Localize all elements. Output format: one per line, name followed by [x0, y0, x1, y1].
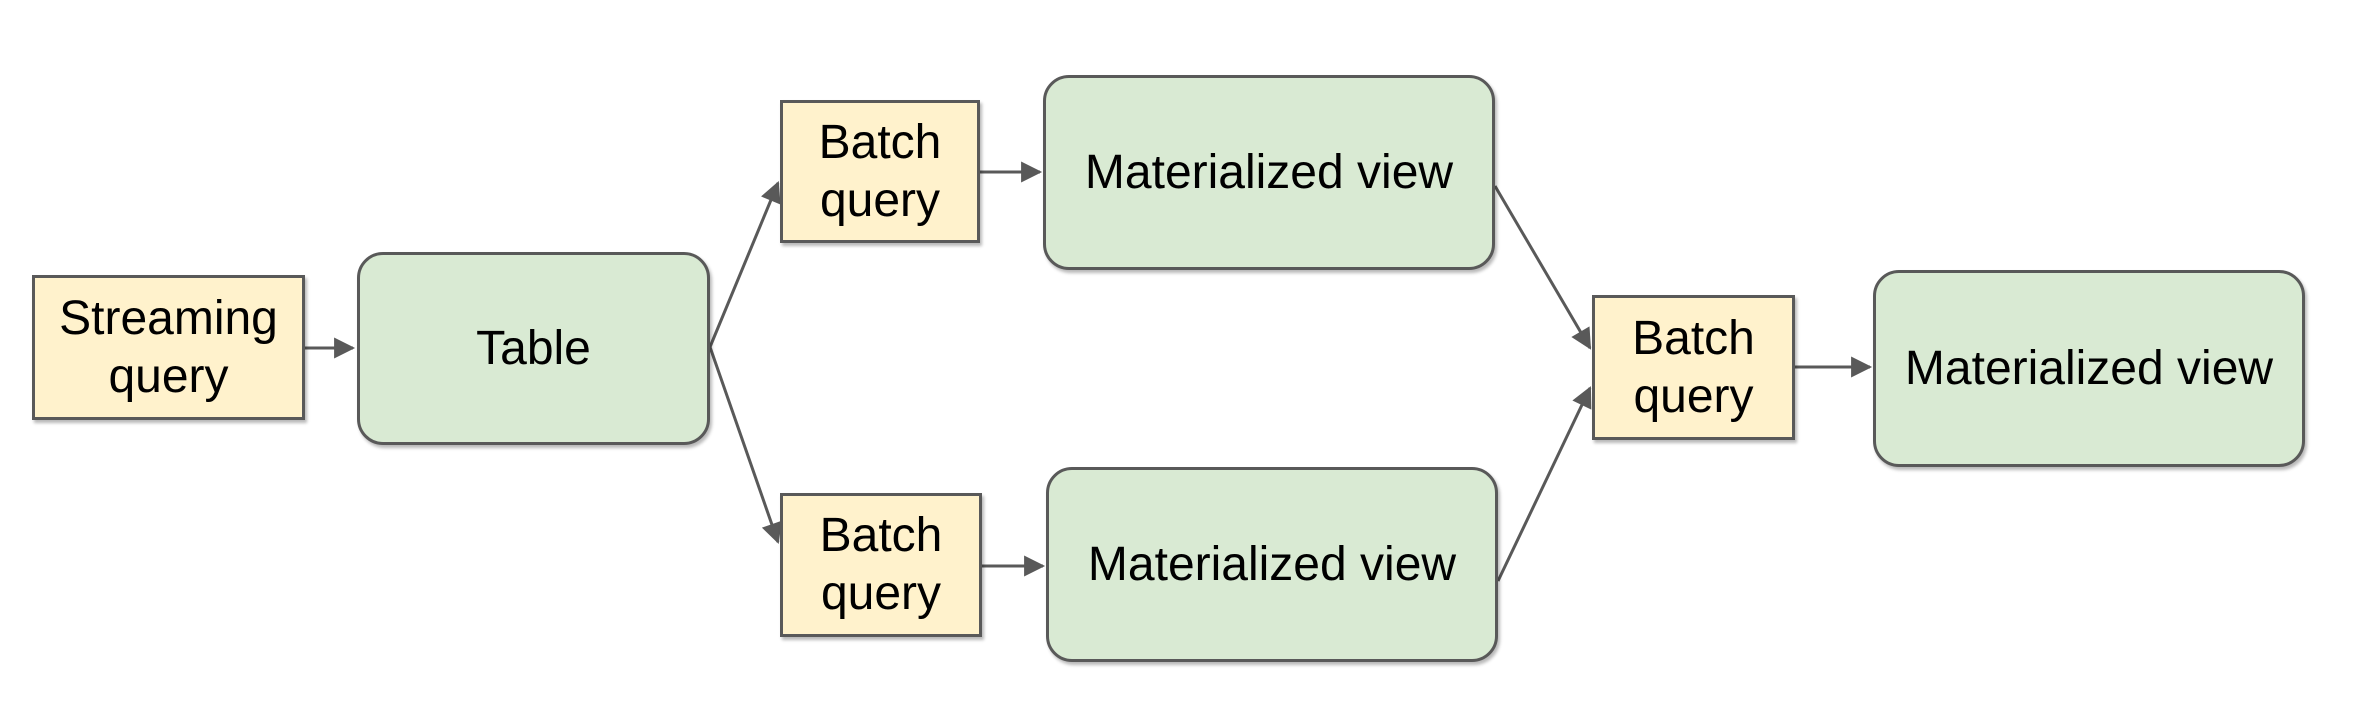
node-batch-query-bottom: Batch query [780, 493, 982, 637]
node-table-label: Table [476, 321, 591, 375]
node-batch-query-merge: Batch query [1592, 295, 1795, 440]
node-table: Table [357, 252, 710, 445]
arrow-table-to-batch-bottom [708, 346, 782, 544]
node-materialized-view-top-label: Materialized view [1084, 145, 1454, 199]
arrow-mv-top-to-batch-merge [1493, 185, 1592, 350]
arrow-table-to-batch-top [708, 181, 781, 348]
node-batch-query-merge-label: Batch query [1632, 311, 1755, 423]
node-batch-query-top-label: Batch query [818, 115, 942, 227]
arrow-mv-bottom-to-batch-merge [1496, 386, 1592, 582]
node-batch-query-bottom-label: Batch query [819, 509, 943, 620]
node-materialized-view-final-label: Materialized view [1904, 341, 2274, 395]
node-materialized-view-bottom: Materialized view [1046, 467, 1498, 662]
node-materialized-view-final: Materialized view [1873, 270, 2305, 467]
node-materialized-view-bottom-label: Materialized view [1087, 537, 1457, 591]
node-streaming-query: Streaming query [32, 275, 305, 420]
node-materialized-view-top: Materialized view [1043, 75, 1495, 270]
node-streaming-query-label: Streaming query [59, 291, 278, 403]
node-batch-query-top: Batch query [780, 100, 980, 243]
